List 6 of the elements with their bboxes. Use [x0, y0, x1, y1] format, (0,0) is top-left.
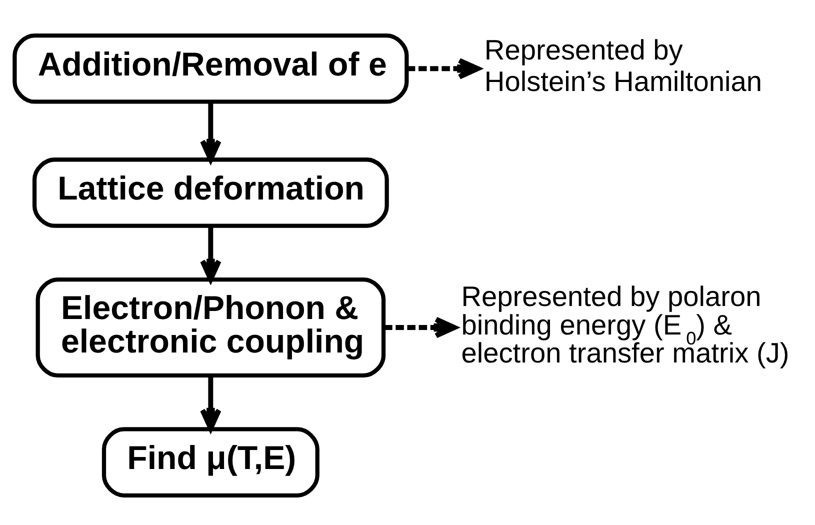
node-box: Electron/Phonon & electronic coupling	[36, 276, 386, 378]
node-text: Represented by polaron binding energy (E$_{0}$) & electron transfer matrix (J)	[461, 280, 790, 368]
node-box: Lattice deformation	[32, 157, 389, 228]
node-box: Find μ(T,E)	[102, 426, 320, 497]
node-text: Represented by Holstein’s Hamiltonian	[484, 34, 762, 97]
node-box: Addition/Removal of e	[12, 33, 409, 104]
